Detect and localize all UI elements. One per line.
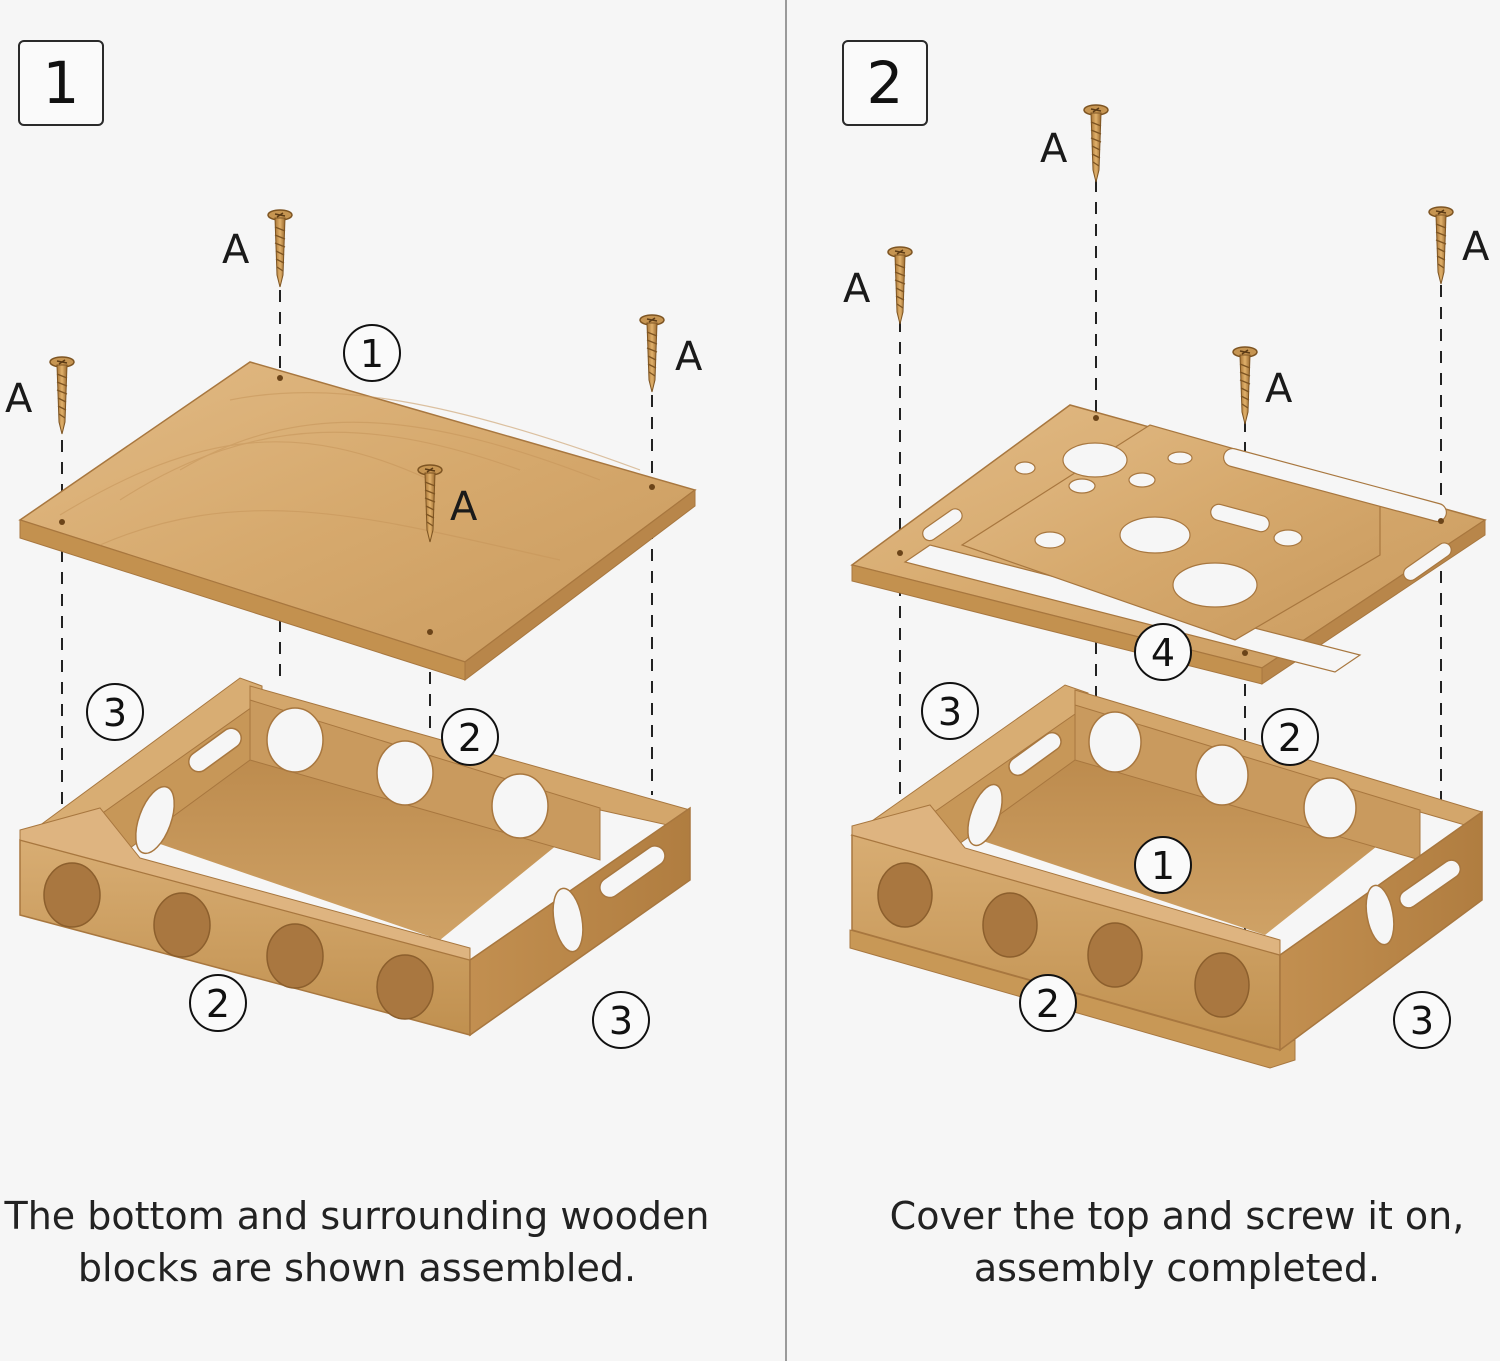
screw-icon bbox=[1428, 206, 1454, 285]
p2-screw-label: A bbox=[1265, 366, 1293, 412]
screw-icon bbox=[639, 314, 665, 393]
p2-screw-label: A bbox=[1462, 224, 1490, 270]
panel-1: A A A A 1 3 2 2 3 bbox=[5, 209, 703, 1049]
callout-part-number: 3 bbox=[938, 690, 962, 734]
callout-part-number: 3 bbox=[1410, 999, 1434, 1043]
p1-top-board bbox=[18, 361, 697, 682]
p2-top-cover bbox=[850, 404, 1487, 685]
screw-icon bbox=[1083, 104, 1109, 183]
p1-callouts: 1 3 2 2 3 bbox=[86, 324, 650, 1049]
p1-box-frame bbox=[19, 677, 691, 1037]
step-2-box: 2 bbox=[842, 40, 928, 126]
caption-line: Cover the top and screw it on, bbox=[889, 1194, 1465, 1238]
callout-part-number: 2 bbox=[1278, 716, 1302, 760]
screw-icon bbox=[49, 356, 75, 435]
p1-screw-label: A bbox=[5, 376, 33, 422]
caption-line: The bottom and surrounding wooden bbox=[4, 1194, 710, 1238]
panel-2: A A A A 4 3 2 1 2 3 bbox=[843, 104, 1490, 1069]
caption-line: assembly completed. bbox=[973, 1246, 1381, 1290]
p2-screws bbox=[887, 104, 1454, 425]
callout-part-number: 1 bbox=[1151, 844, 1175, 888]
step-1-caption: The bottom and surrounding wooden blocks… bbox=[0, 1190, 737, 1294]
p2-callouts: 4 3 2 1 2 3 bbox=[921, 623, 1451, 1049]
p1-screw-label: A bbox=[222, 227, 250, 273]
screw-icon bbox=[887, 246, 913, 325]
callout-part-number: 3 bbox=[103, 691, 127, 735]
callout-part-number: 2 bbox=[206, 982, 230, 1026]
callout-part-number: 2 bbox=[458, 716, 482, 760]
callout-part-number: 2 bbox=[1036, 982, 1060, 1026]
callout-part-number: 3 bbox=[609, 999, 633, 1043]
screw-icon bbox=[1232, 346, 1258, 425]
p1-screw-label: A bbox=[450, 484, 478, 530]
p2-screw-label: A bbox=[843, 266, 871, 312]
callout-part-number: 1 bbox=[360, 332, 384, 376]
p1-screw-label: A bbox=[675, 334, 703, 380]
step-1-box: 1 bbox=[18, 40, 104, 126]
p2-screw-label: A bbox=[1040, 126, 1068, 172]
panel-divider bbox=[785, 0, 787, 1361]
step-2-caption: Cover the top and screw it on, assembly … bbox=[797, 1190, 1500, 1294]
caption-line: blocks are shown assembled. bbox=[77, 1246, 637, 1290]
callout-part-number: 4 bbox=[1151, 631, 1175, 675]
screw-icon bbox=[267, 209, 293, 288]
